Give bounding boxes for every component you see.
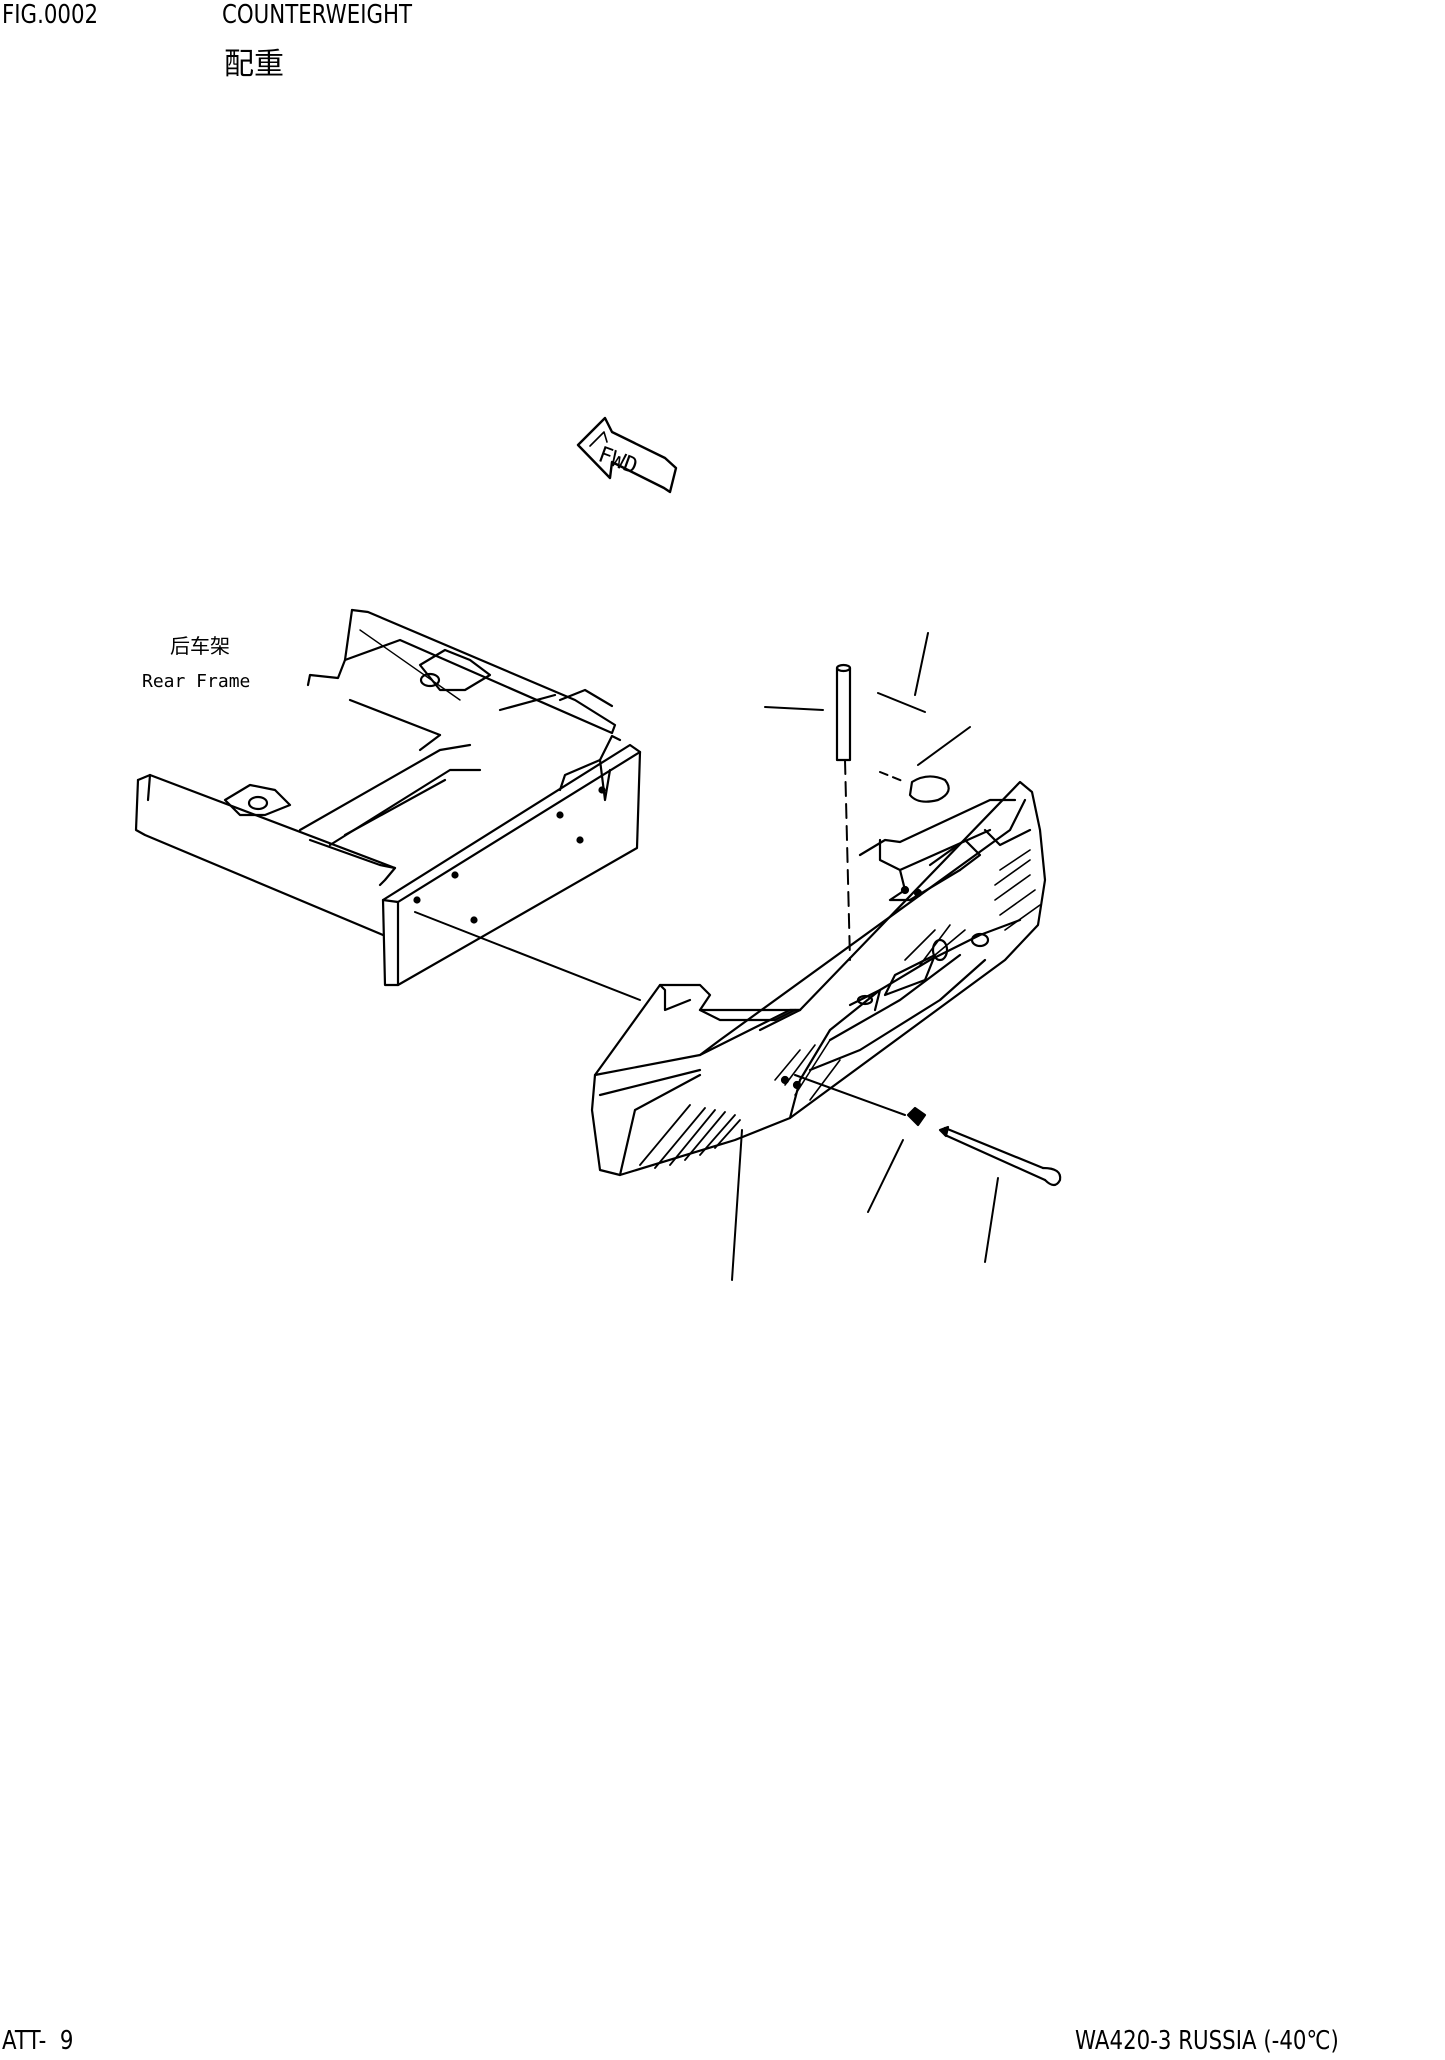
leader-lines	[732, 633, 998, 1280]
model-info: WA420-3 RUSSIA (-40℃)	[1075, 2026, 1339, 2056]
figure-title-cn: 配重	[224, 47, 284, 82]
split-pin	[940, 1127, 1060, 1185]
fwd-arrow-icon: FWD	[578, 418, 676, 492]
page-number: ATT- 9	[2, 2026, 74, 2056]
bolt	[795, 1075, 925, 1125]
pin	[837, 665, 850, 960]
rear-frame	[136, 610, 640, 985]
washer	[880, 772, 949, 802]
counterweight	[592, 782, 1045, 1175]
rear-frame-label-cn: 后车架	[170, 634, 230, 658]
figure-title: COUNTERWEIGHT	[222, 0, 413, 30]
figure-number: FIG.0002	[2, 0, 99, 30]
rear-frame-label-en: Rear Frame	[142, 671, 250, 692]
fwd-label: FWD	[595, 442, 641, 479]
